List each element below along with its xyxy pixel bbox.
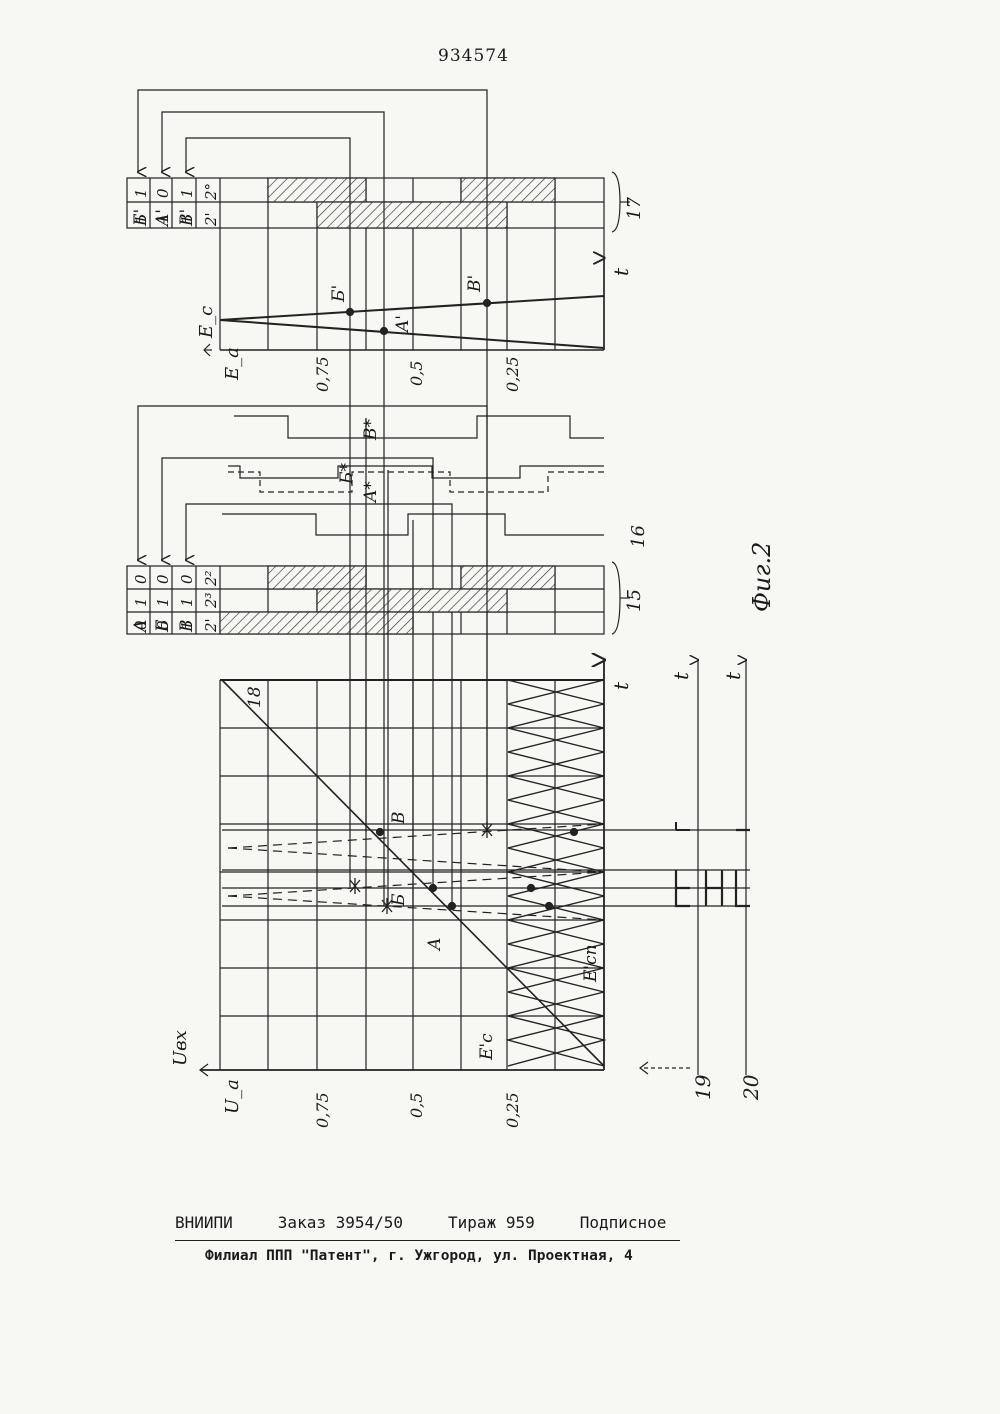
top-axis-label: E_a — [222, 347, 243, 381]
pulse-label-b: Б* — [337, 463, 357, 485]
main-tick-05: 0,5 — [407, 1093, 426, 1118]
footer-rule — [175, 1240, 680, 1241]
t17-weight-0: 2' — [202, 212, 220, 227]
footer-subscription: Подписное — [580, 1213, 667, 1232]
top-time-label: t — [609, 267, 633, 276]
t15-bit-b-2: 0 — [154, 574, 172, 584]
timing-ref-20: 20 — [739, 1074, 763, 1101]
top-point-a: A' — [393, 315, 413, 334]
main-input-label: Uвх — [170, 1030, 191, 1066]
t17-ref: 17 — [624, 197, 645, 220]
timing-time-19: t — [669, 671, 693, 680]
t15-weight-0: 2' — [202, 618, 220, 633]
top-tick-025: 0,25 — [503, 356, 522, 392]
footer-imprint: ВНИИПИ Заказ 3954/50 Тираж 959 Подписное — [175, 1213, 711, 1232]
t15-bit-v-1: 1 — [178, 597, 196, 607]
t17-bit-v-0: 1 — [178, 214, 196, 224]
t15-bit-a-1: 1 — [132, 597, 150, 607]
t15-bit-v-0: 1 — [178, 620, 196, 630]
footer-order: Заказ 3954/50 — [278, 1213, 403, 1232]
main-axis-label: U_a — [222, 1079, 243, 1114]
top-point-v: B' — [465, 275, 485, 293]
ramp-ref-18: 18 — [245, 686, 265, 708]
t15-ref: 15 — [624, 589, 645, 612]
main-tick-025: 0,25 — [503, 1092, 522, 1128]
t15-bit-b-0: 0 — [154, 620, 172, 630]
t15-bit-a-0: 0 — [132, 620, 150, 630]
footer-print-run: Тираж 959 — [448, 1213, 535, 1232]
top-point-b: Б' — [329, 285, 349, 303]
t15-bit-b-1: 1 — [154, 597, 172, 607]
main-point-v: B — [389, 812, 409, 826]
main-time-label: t — [609, 681, 633, 690]
top-curve-label: E_c — [196, 306, 217, 339]
footer-org: ВНИИПИ — [175, 1213, 233, 1232]
pulse-label-v: B* — [361, 419, 381, 441]
t17-bit-b-0: 1 — [132, 214, 150, 224]
t17-weight-1: 2° — [202, 183, 220, 201]
pulse-ref-16: 16 — [628, 525, 649, 548]
footer-branch: Филиал ППП "Патент", г. Ужгород, ул. Про… — [205, 1248, 633, 1264]
signal-label-ecn: E'cп — [581, 944, 601, 983]
t15-weight-1: 2³ — [202, 592, 220, 609]
main-chart-grid — [220, 680, 604, 1070]
top-tick-075: 0,75 — [313, 356, 332, 392]
top-tick-05: 0,5 — [407, 361, 426, 386]
main-point-b: Б — [389, 893, 409, 907]
signal-label-ec: E'c — [477, 1033, 497, 1061]
timing-ref-19: 19 — [691, 1074, 715, 1100]
t17-bit-v-1: 1 — [178, 188, 196, 198]
pulse-label-a: A* — [361, 481, 381, 504]
t15-bit-v-2: 0 — [178, 574, 196, 584]
figure-caption: Фиг.2 — [748, 542, 776, 612]
main-tick-075: 0,75 — [313, 1092, 332, 1128]
t17-bit-b-1: 1 — [132, 188, 150, 198]
t15-bit-a-2: 0 — [132, 574, 150, 584]
t17-bit-a-1: 0 — [154, 188, 172, 198]
timing-time-20: t — [721, 671, 745, 680]
t17-bit-a-0: 1 — [154, 214, 172, 224]
t15-weight-2: 2² — [202, 570, 220, 587]
main-point-a: A — [425, 938, 445, 952]
